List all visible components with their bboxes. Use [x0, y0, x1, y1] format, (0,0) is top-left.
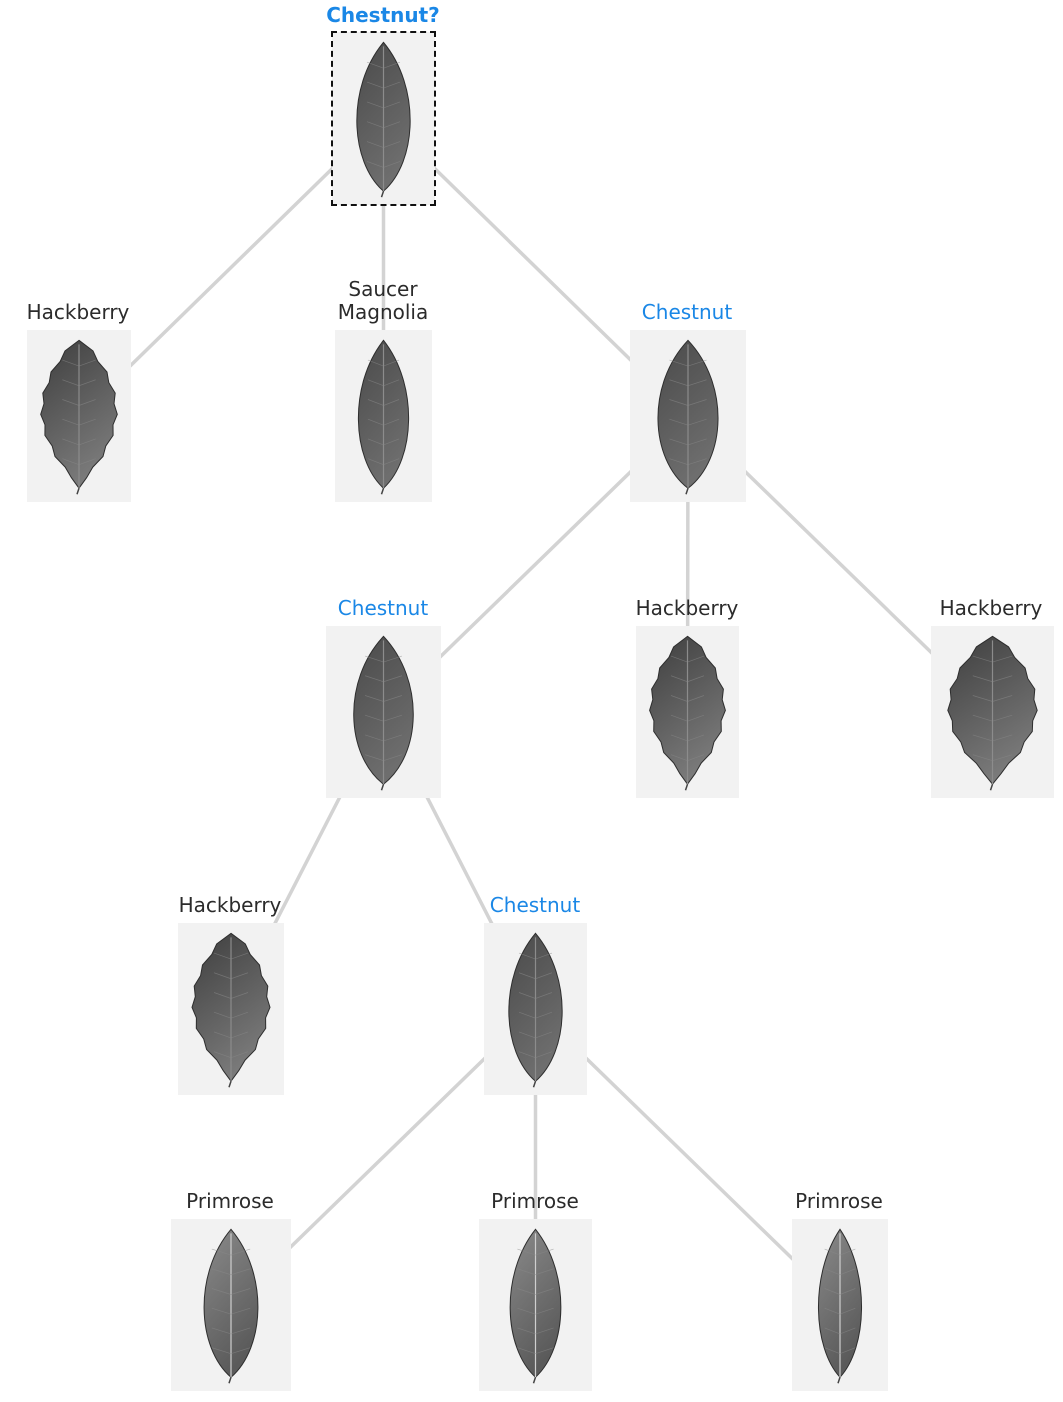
hackberry-leaf-icon [191, 932, 271, 1088]
leaf-thumbnail [630, 330, 746, 502]
node-label: Hackberry [635, 596, 739, 620]
leaf-thumbnail [335, 330, 432, 502]
node-label: Primrose [186, 1189, 274, 1213]
chestnut-leaf-icon [353, 635, 414, 791]
leaf-thumbnail [484, 923, 587, 1095]
leaf-thumbnail [326, 626, 441, 798]
leaf-thumbnail [636, 626, 739, 798]
leaf-thumbnail [931, 626, 1054, 798]
hackberry-leaf-icon [649, 635, 726, 791]
node-label: Chestnut [641, 300, 733, 324]
primrose-leaf-icon [818, 1228, 862, 1384]
node-label: Chestnut [489, 893, 581, 917]
leaf-thumbnail [479, 1219, 592, 1391]
hackberry-leaf-icon [40, 339, 118, 495]
node-label: Hackberry [26, 300, 130, 324]
hackberry-leaf-icon [947, 635, 1038, 791]
leaf-thumbnail [331, 31, 436, 206]
leaf-thumbnail [178, 923, 284, 1095]
chestnut-leaf-icon [657, 339, 719, 495]
leaf-thumbnail [792, 1219, 888, 1391]
node-label: Saucer Magnolia [337, 277, 429, 324]
magnolia-leaf-icon [357, 339, 410, 495]
leaf-thumbnail [27, 330, 131, 502]
primrose-leaf-icon [509, 1228, 562, 1384]
leaf-thumbnail [171, 1219, 291, 1391]
node-label: Primrose [795, 1189, 883, 1213]
node-label: Hackberry [939, 596, 1043, 620]
node-label: Hackberry [178, 893, 282, 917]
node-label: Chestnut? [326, 3, 440, 27]
chestnut-leaf-icon [356, 41, 411, 198]
node-label: Chestnut [337, 596, 429, 620]
primrose-leaf-icon [203, 1228, 259, 1384]
chestnut-leaf-icon [508, 932, 563, 1088]
node-label: Primrose [491, 1189, 579, 1213]
